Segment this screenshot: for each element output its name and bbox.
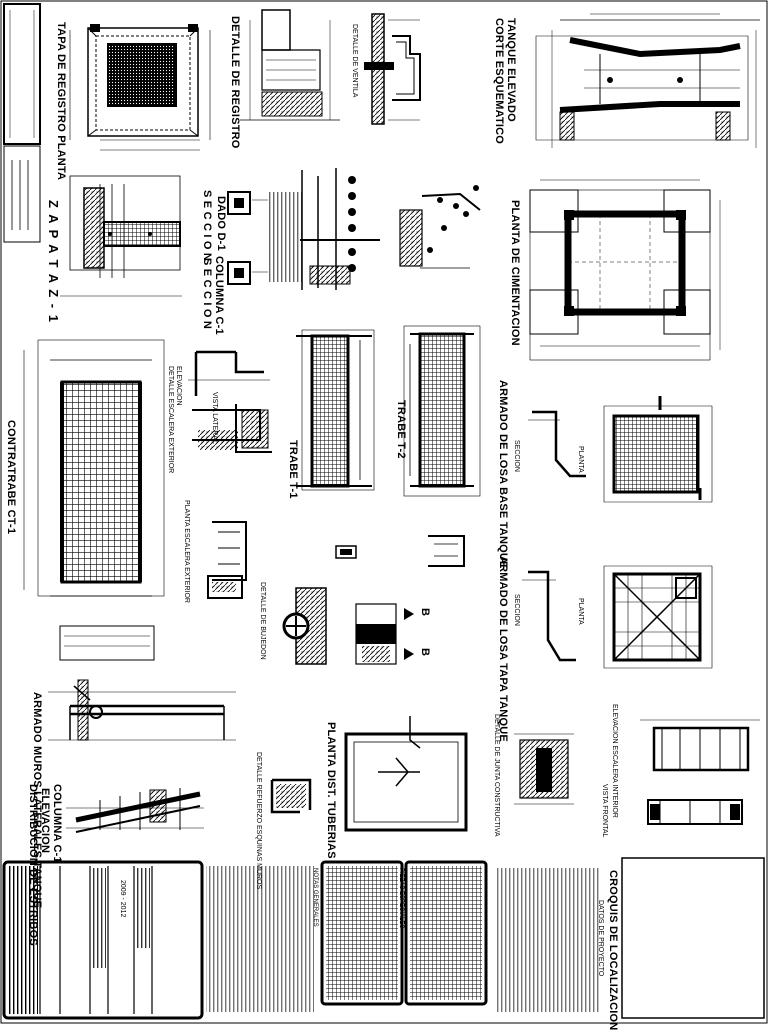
trabe-t2-drawing — [403, 325, 481, 497]
contratrabe-label: CONTRATRABE CT-1 — [5, 420, 17, 535]
zapata-label: Z A P A T A Z - 1 — [46, 200, 61, 324]
planta-tuberias-drawing — [344, 716, 468, 832]
detalle-esquinas-label: DETALLE REFUERZO ESQUINAS MUROS — [255, 752, 262, 890]
tanque-elevado-corte — [535, 13, 760, 148]
trabe-t1-label: TRABE T-1 — [287, 440, 299, 499]
detalle-registro-drawing — [240, 9, 340, 121]
detalle-ventila-label: DETALLE DE VENTILA — [351, 24, 358, 98]
vista-frontal-label: VISTA FRONTAL — [601, 784, 608, 838]
planta-escalera-ext-label: PLANTA ESCALERA EXTERIOR — [183, 500, 190, 603]
detalle-ventila-drawing — [364, 13, 421, 125]
detalle-esquinas-drawing — [270, 778, 312, 814]
tapa-registro-label: TAPA DE REGISTRO PLANTA — [55, 22, 67, 181]
elevacion-escalera-int-label: ELEVACION ESCALERA INTERIOR — [611, 704, 618, 818]
seccion-base-label: SECCION — [513, 440, 520, 472]
planta-tapa-label: PLANTA — [577, 598, 584, 625]
detalle-escalera-ext-label: DETALLE ESCALERA EXTERIOR — [167, 366, 174, 474]
detalle-anclajes-drawing — [268, 168, 380, 290]
planta-base-label: PLANTA — [577, 446, 584, 473]
datos-proyecto-block — [496, 868, 600, 1012]
corte-esquematico-label: CORTE ESQUEMATICO — [493, 18, 505, 145]
columna-elevacion-drawing — [66, 788, 204, 833]
tabla-titulo-label: PIEZAS ESPECIALES — [398, 868, 404, 929]
vista-lateral-label: VISTA LATERAL — [211, 392, 218, 444]
seccion-tapa-label: SECCION — [513, 594, 520, 626]
dado-seccion-drawing — [227, 191, 268, 285]
detalle-junta-drawing — [514, 733, 574, 805]
section-marker-b-bottom: B — [419, 648, 431, 657]
specifications-tables — [320, 860, 488, 1006]
columna-elev-label: COLUMNA C-1 — [51, 784, 63, 863]
tanque-elevado-label: TANQUE ELEVADO — [505, 18, 517, 122]
notas-generales-label: NOTAS GENERALES — [312, 868, 318, 927]
planta-cimentacion-label: PLANTA DE CIMENTACION — [509, 200, 521, 346]
elevacion-dist-label: ELEVACION — [39, 788, 51, 854]
zapata-drawing — [60, 175, 182, 297]
armado-losa-base-drawing — [528, 396, 713, 503]
small-detail-drawing — [428, 535, 465, 567]
columna-label: COLUMNA C-1 — [213, 256, 225, 335]
bottom-title-block — [2, 860, 204, 1020]
year-range-label: 2009 - 2012 — [119, 880, 126, 918]
dado-label: DADO D-1 — [215, 196, 227, 251]
planta-escalera-exterior-drawing — [207, 521, 247, 599]
vista-lateral-drawing — [235, 404, 272, 453]
trabe-t1-drawing — [296, 329, 375, 491]
planta-tuberias-label: PLANTA DIST. TUBERIAS — [325, 722, 337, 859]
detalle-bujedon-drawing — [282, 545, 414, 665]
dado-seccion-label: S E C C I O N — [201, 190, 213, 262]
armado-losa-base-label: ARMADO DE LOSA BASE TANQUE — [497, 380, 509, 569]
detalle-escalera-exterior-drawing — [188, 350, 270, 450]
detalle-junta-label: DETALLE DE JUNTA CONSTRUCTIVA — [493, 714, 500, 837]
elevacion-label: ELEVACION — [175, 366, 182, 406]
distribucion-estribos-label: DISTRIBUCION DE ESTRIBOS — [27, 784, 39, 946]
armado-muros-drawing — [48, 679, 236, 741]
section-marker-b-top: B — [419, 608, 431, 617]
detalle-llegada-drawing — [399, 185, 481, 269]
armado-losa-tapa-drawing — [522, 565, 713, 669]
left-title-strip — [3, 3, 41, 243]
escalera-interior-drawing — [640, 719, 760, 825]
trabe-t2-label: TRABE T-2 — [395, 400, 407, 459]
detalle-registro-label: DETALLE DE REGISTRO — [229, 16, 241, 149]
columna-seccion-label: S E C C I O N — [201, 258, 213, 330]
notas-generales-block — [206, 866, 314, 1012]
tapa-registro-drawing — [69, 24, 211, 151]
contratrabe-drawing — [23, 339, 165, 661]
datos-proyecto-label: DATOS DE PROYECTO — [597, 900, 604, 977]
croquis-label: CROQUIS DE LOCALIZACION — [607, 870, 619, 1030]
planta-cimentacion-drawing — [529, 179, 721, 361]
detalle-bujedon-label: DETALLE DE BUJEDON — [259, 582, 266, 660]
croquis-localizacion-box — [621, 857, 765, 1019]
